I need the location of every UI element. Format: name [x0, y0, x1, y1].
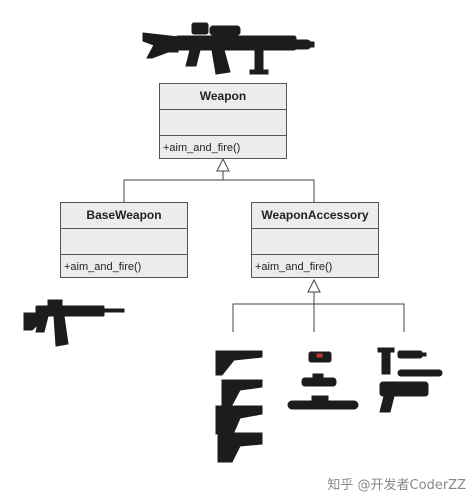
weapon-accessory-class-method: +aim_and_fire() — [255, 261, 333, 273]
base-rifle-image — [23, 299, 125, 347]
rifle-with-accessories-image — [142, 22, 315, 75]
misc-accessories-image — [377, 347, 443, 413]
weapon-class-name: Weapon — [160, 84, 286, 110]
stock-accessories-image — [215, 350, 263, 463]
weapon-accessory-class-name: WeaponAccessory — [252, 203, 378, 229]
inheritance-edges-top — [123, 157, 315, 202]
base-weapon-class-box: BaseWeapon +aim_and_fire() — [60, 202, 188, 278]
watermark: 知乎 @开发者CoderZZ — [327, 478, 466, 493]
base-weapon-class-name: BaseWeapon — [61, 203, 187, 229]
weapon-accessory-class-attributes — [252, 229, 378, 255]
weapon-class-box: Weapon +aim_and_fire() — [159, 83, 287, 159]
weapon-accessory-class-box: WeaponAccessory +aim_and_fire() — [251, 202, 379, 278]
base-weapon-class-method: +aim_and_fire() — [64, 261, 142, 273]
sight-accessories-image — [287, 351, 359, 410]
weapon-class-method: +aim_and_fire() — [163, 142, 241, 154]
inheritance-edges-bottom — [232, 278, 405, 332]
base-weapon-class-attributes — [61, 229, 187, 255]
weapon-class-attributes — [160, 110, 286, 136]
